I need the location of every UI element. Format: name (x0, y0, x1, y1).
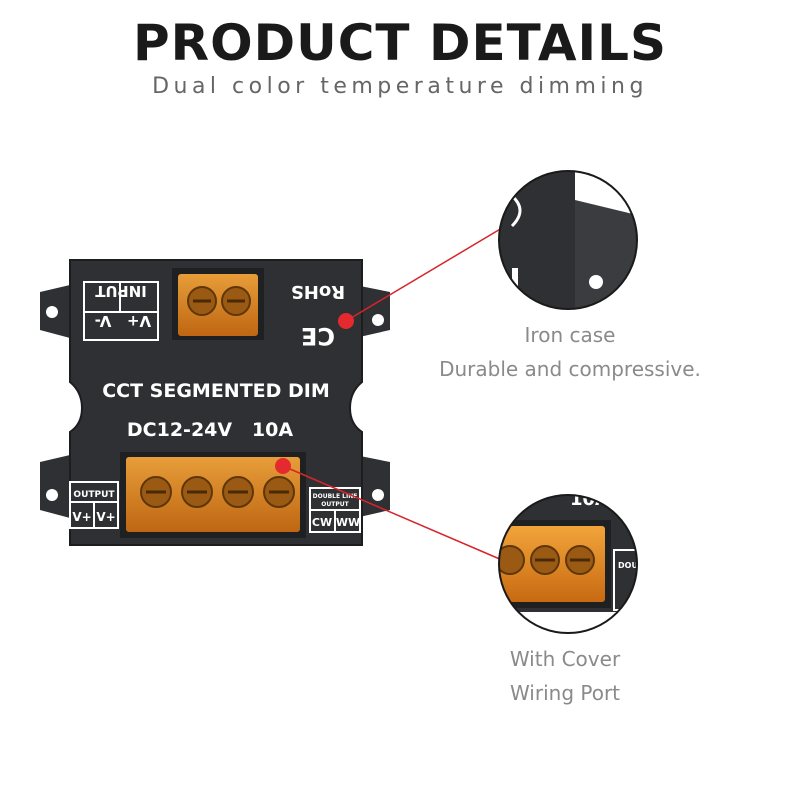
double-output-label: OUTPUT (321, 501, 349, 508)
input-terminal-block (172, 268, 264, 340)
mount-ear-left-bottom (40, 455, 70, 518)
callout-line-iron-case (345, 227, 503, 322)
mount-hole (46, 489, 58, 501)
input-terminal-v-plus: V+ (127, 312, 151, 330)
output-terminal-v-plus-2: V+ (96, 510, 115, 524)
input-terminal-v-minus: V- (95, 312, 112, 330)
zoom-circle-terminal: 10A DOU (498, 489, 638, 634)
caption-wiring-port-line-2: Wiring Port (509, 681, 621, 705)
caption-wiring-port: With Cover Wiring Port (440, 642, 690, 710)
double-line-output-block: DOUBLE LINE OUTPUT CW WW (309, 487, 361, 533)
zoom-spec-text: 10A (570, 489, 609, 510)
output-label-block: OUTPUT V+ V+ (69, 481, 119, 529)
mount-hole (372, 489, 384, 501)
output-terminal-block (120, 452, 306, 538)
caption-iron-case: Iron case Durable and compressive. (420, 318, 720, 386)
mount-ear-right-bottom (355, 455, 390, 518)
spec-label: DC12-24V 10A (127, 419, 293, 441)
channel-terminal-cw: CW (312, 516, 332, 529)
caption-wiring-port-line-1: With Cover (509, 647, 621, 671)
callout-line-terminal (282, 465, 503, 561)
caption-iron-case-line-2: Durable and compressive. (439, 357, 701, 381)
input-label-block: INPUT V+ V- (83, 281, 159, 341)
output-terminal-v-plus-1: V+ (72, 510, 91, 524)
page-title: PRODUCT DETAILS (132, 14, 668, 72)
input-label: INPUT (94, 282, 146, 300)
mount-hole (372, 314, 384, 326)
callout-dot-iron-case (338, 313, 354, 329)
channel-terminal-ww: WW (336, 516, 360, 529)
zoom-circle-iron-case (498, 170, 638, 310)
output-label: OUTPUT (73, 490, 115, 500)
callout-dot-terminal (275, 458, 291, 474)
double-line-label: DOUBLE LINE (313, 493, 358, 500)
rohs-mark: RoHS (291, 281, 345, 302)
mount-hole (46, 306, 58, 318)
caption-iron-case-line-1: Iron case (524, 323, 616, 347)
page-subtitle: Dual color temperature dimming (152, 74, 648, 99)
zoom-side-text: DOU (618, 561, 638, 570)
ce-mark: CE (301, 322, 335, 350)
model-label: CCT SEGMENTED DIM (102, 380, 330, 402)
